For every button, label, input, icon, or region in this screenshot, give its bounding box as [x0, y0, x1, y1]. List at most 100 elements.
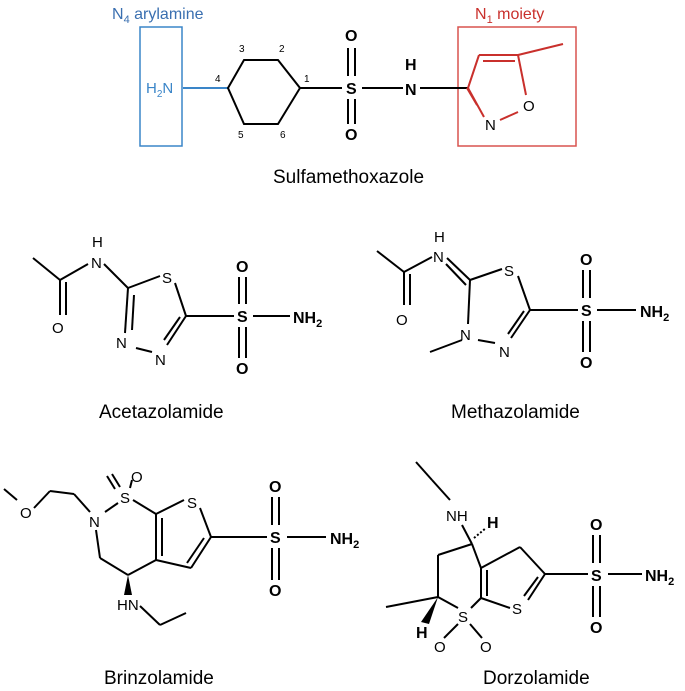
n1-highlight-box — [457, 26, 577, 147]
dzl-c4-c3 — [437, 543, 473, 556]
brz-ch2-n — [73, 493, 91, 513]
brz-wedge-bond — [124, 575, 132, 595]
acz-amide-h: H — [92, 234, 103, 251]
brinzolamide-structure: O N S O S S O O NH2 HN — [3, 469, 359, 689]
brz-c4-c4a — [127, 559, 157, 576]
brz-o-ch2 — [33, 490, 51, 509]
acz-ring-s: S — [162, 270, 172, 287]
dzl-so-o-left: O — [434, 639, 446, 656]
mtz-c2-double-n — [445, 263, 467, 286]
brz-ring-n: N — [89, 514, 100, 531]
dzl-thio-s: S — [512, 601, 522, 618]
dzl-sulfonyl-s: S — [591, 568, 602, 585]
dzl-nh-c4 — [461, 524, 473, 545]
sulfamethoxazole-name: Sulfamethoxazole — [273, 167, 424, 188]
n4-highlight-box — [139, 26, 183, 147]
acetazolamide-name: Acetazolamide — [99, 402, 224, 423]
dzl-h-dash — [473, 527, 487, 539]
acz-c5-n4-double — [163, 316, 181, 341]
sulfonamide-n: N — [405, 82, 417, 99]
brz-s-o-ring-c — [129, 479, 133, 489]
brz-n-ethyl-b — [159, 612, 187, 626]
dzl-h-bottom: H — [416, 625, 428, 642]
mtz-ring-n-methyl: N — [460, 327, 471, 344]
dzl-c2b-s — [527, 573, 546, 601]
h2n-group: H2N — [146, 80, 173, 100]
acz-sulfonyl-s: S — [237, 309, 248, 326]
ring-number-1: 1 — [304, 74, 310, 85]
acz-methyl — [32, 257, 61, 281]
mtz-carbonyl-o: O — [396, 312, 408, 329]
brz-s-o-b — [111, 473, 121, 488]
brz-n-s — [104, 502, 119, 513]
brz-hn: HN — [117, 597, 139, 614]
isoxazole-o-n — [499, 111, 519, 121]
brz-sulfonyl-s: S — [270, 530, 281, 547]
brz-nh2: NH2 — [330, 531, 359, 551]
isoxazole-n-c3-double — [466, 87, 478, 106]
dzl-sulfonyl-o-bottom: O — [590, 620, 602, 637]
acz-n3-c2 — [124, 287, 129, 334]
n4-arylamine-label: N4 arylamine — [112, 6, 204, 26]
mtz-sulfonyl-o-top: O — [580, 252, 592, 269]
mtz-n3-c2 — [467, 279, 471, 325]
brz-sulfonyl-o-ring: O — [131, 469, 143, 486]
acz-c2-s — [127, 275, 161, 289]
n1-moiety-label: N1 moiety — [475, 6, 544, 26]
dzl-sulfonyl-o-top: O — [590, 517, 602, 534]
dzl-so-right — [469, 623, 483, 639]
acz-carbonyl-o: O — [52, 320, 64, 337]
brz-thio-s: S — [187, 495, 197, 512]
brinzolamide-name: Brinzolamide — [104, 668, 214, 689]
brz-c5-c6 — [190, 536, 212, 569]
sulfonyl-o-bottom: O — [345, 127, 357, 144]
sulfonyl-o-top: O — [345, 28, 357, 45]
mtz-sulfonyl-o-bottom: O — [580, 355, 592, 372]
dzl-h-top: H — [487, 515, 499, 532]
mtz-n-methyl — [429, 339, 463, 353]
methazolamide-structure: O H N S N N S O O NH2 Methazolamide — [376, 229, 669, 423]
mtz-amide-n: N — [433, 249, 444, 266]
dzl-wedge-h — [421, 597, 438, 624]
brz-c7a-s-thio — [155, 499, 185, 515]
brz-n-ethyl-a — [139, 605, 161, 626]
dzl-c2b-s-double — [523, 576, 539, 597]
isoxazole-c5-o — [517, 54, 527, 96]
isoxazole-n: N — [485, 117, 496, 134]
acz-c5-n4 — [166, 315, 187, 346]
brz-methoxy-me — [3, 488, 18, 501]
brz-ether-o: O — [20, 505, 32, 522]
mtz-sulfonyl-s: S — [581, 303, 592, 320]
mtz-c5-n4 — [510, 309, 531, 339]
dorzolamide-name: Dorzolamide — [483, 668, 590, 689]
sulfonamide-h: H — [405, 57, 417, 74]
brz-sulfonyl-o-top: O — [269, 479, 281, 496]
acz-n3-c2-double — [131, 294, 135, 331]
brz-sulfonyl-o-bottom: O — [269, 583, 281, 600]
dzl-c4a-c3b — [480, 546, 521, 569]
mtz-c5-n4-double — [507, 310, 525, 335]
dzl-nh: NH — [446, 508, 468, 525]
brz-ch2-c4 — [99, 557, 129, 576]
ring-number-2: 2 — [279, 44, 285, 55]
acz-amide-n: N — [91, 255, 102, 272]
mtz-ring-n4: N — [499, 344, 510, 361]
dzl-so-left — [443, 623, 459, 639]
mtz-methyl — [376, 250, 405, 273]
brz-s-c7a — [132, 499, 157, 515]
acz-n-n — [135, 347, 153, 353]
ring-number-4: 4 — [215, 74, 221, 85]
acz-nh2: NH2 — [293, 310, 322, 330]
dzl-nh2: NH2 — [645, 568, 674, 588]
brz-sulfonyl-s-ring: S — [120, 490, 130, 507]
sulfamethoxazole-structure: N4 arylamine N1 moiety H2N 1 2 3 4 5 6 S… — [112, 6, 577, 188]
methazolamide-name: Methazolamide — [451, 402, 580, 423]
dorzolamide-structure: NH H S O O H S S O O NH2 — [385, 461, 674, 689]
cyclohexane-ring — [226, 59, 302, 125]
isoxazole-o: O — [523, 98, 535, 115]
mtz-c-n — [403, 256, 433, 273]
sulfonyl-s: S — [346, 81, 357, 98]
mtz-nh2: NH2 — [640, 304, 669, 324]
dzl-c2-s — [437, 596, 459, 609]
mtz-amide-h: H — [434, 229, 445, 246]
